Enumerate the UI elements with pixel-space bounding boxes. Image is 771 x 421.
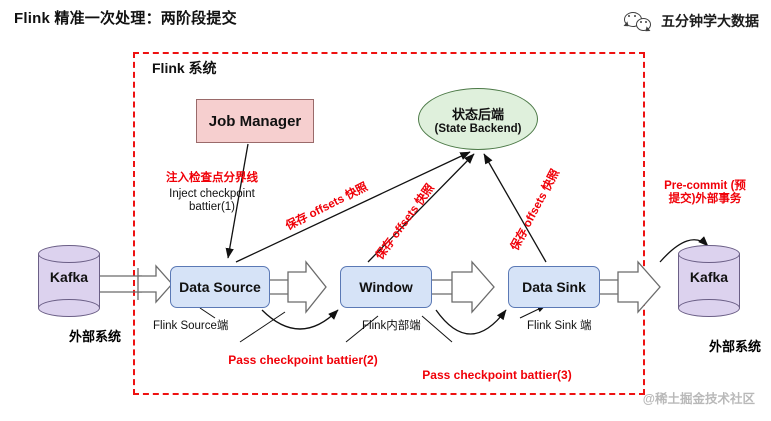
node-kafka-source[interactable]: Kafka xyxy=(38,245,100,317)
flink-system-label: Flink 系统 xyxy=(152,60,217,76)
kafka-source-sublabel: 外部系统 xyxy=(69,329,122,344)
inject-en-line1: Inject checkpoint xyxy=(169,188,255,200)
sublabel-flink-internal-side: Flink内部端 xyxy=(362,320,421,332)
annotation-pass-checkpoint-2: Pass checkpoint battier(2) xyxy=(228,353,378,367)
cylinder-top xyxy=(678,245,740,263)
cylinder-bottom xyxy=(678,299,740,317)
node-job-manager[interactable]: Job Manager xyxy=(196,99,314,143)
data-sink-label: Data Sink xyxy=(522,279,586,295)
watermark: @稀土掘金技术社区 xyxy=(642,392,755,406)
precommit-line2: 提交)外部事务 xyxy=(668,193,742,206)
brand-badge: 五分钟学大数据 xyxy=(623,10,759,34)
flink-system-boundary xyxy=(133,52,645,395)
job-manager-label: Job Manager xyxy=(208,112,302,130)
state-backend-label-cn: 状态后端 xyxy=(451,106,504,122)
annotation-inject-checkpoint-en: Inject checkpoint battier(1) xyxy=(169,188,255,214)
precommit-line1: Pre-commit (预 xyxy=(664,180,746,192)
wechat-icon xyxy=(623,10,654,34)
node-data-sink[interactable]: Data Sink xyxy=(508,266,600,308)
sublabel-flink-sink-side: Flink Sink 端 xyxy=(527,320,592,332)
cylinder-top xyxy=(38,245,100,263)
annotation-pass-checkpoint-3: Pass checkpoint battier(3) xyxy=(422,368,572,382)
node-kafka-sink[interactable]: Kafka xyxy=(678,245,740,317)
node-data-source[interactable]: Data Source xyxy=(170,266,270,308)
page-title: Flink 精准一次处理：两阶段提交 xyxy=(14,10,237,27)
window-label: Window xyxy=(359,279,413,295)
inject-en-line2: battier(1) xyxy=(188,201,236,214)
state-backend-label-en: (State Backend) xyxy=(434,122,522,135)
node-window[interactable]: Window xyxy=(340,266,432,308)
kafka-sink-sublabel: 外部系统 xyxy=(709,339,762,354)
sublabel-flink-source-side: Flink Source端 xyxy=(153,320,229,332)
annotation-inject-checkpoint-cn: 注入检查点分界线 xyxy=(166,172,258,184)
cylinder-bottom xyxy=(38,299,100,317)
node-state-backend[interactable]: 状态后端 (State Backend) xyxy=(418,88,538,150)
annotation-precommit: Pre-commit (预 提交)外部事务 xyxy=(664,180,746,206)
data-source-label: Data Source xyxy=(179,279,261,295)
kafka-source-label: Kafka xyxy=(49,269,89,285)
kafka-sink-label: Kafka xyxy=(689,269,729,285)
brand-label: 五分钟学大数据 xyxy=(661,13,759,29)
